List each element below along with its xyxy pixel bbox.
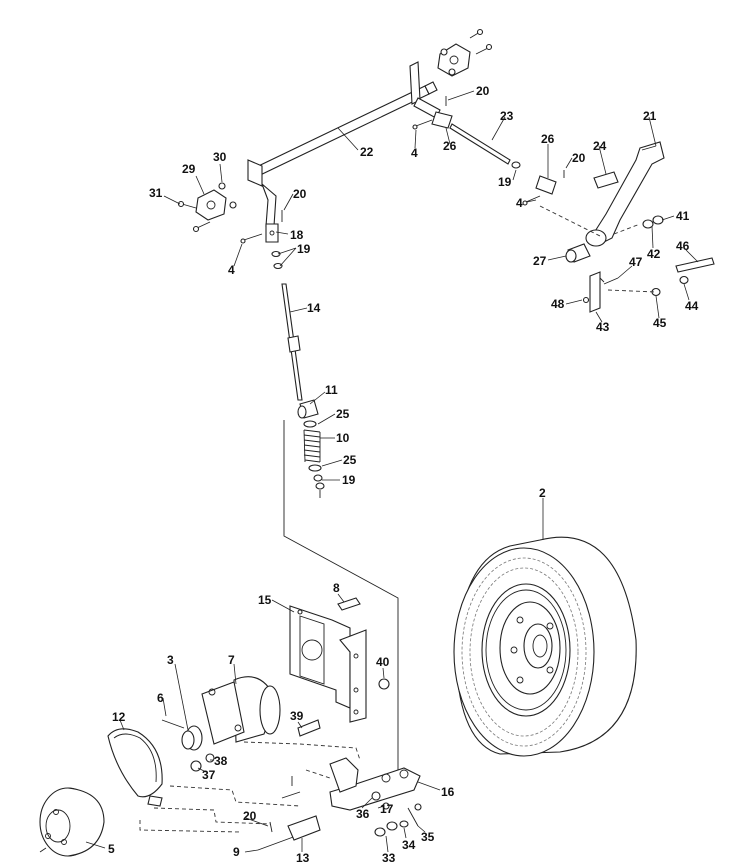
callout-4: 4 xyxy=(411,146,418,160)
callout-42: 42 xyxy=(647,247,661,261)
callout-14: 14 xyxy=(307,301,321,315)
callout-45: 45 xyxy=(653,316,667,330)
callout-44: 44 xyxy=(685,299,699,313)
callout-24: 24 xyxy=(593,139,607,153)
callout-19: 19 xyxy=(498,175,512,189)
callout-29: 29 xyxy=(182,162,196,176)
callout-19: 19 xyxy=(297,242,311,256)
callout-37: 37 xyxy=(202,768,216,782)
callout-46: 46 xyxy=(676,239,690,253)
brake-pedal-assembly xyxy=(539,141,715,313)
callout-23: 23 xyxy=(500,109,514,123)
callout-20: 20 xyxy=(243,809,257,823)
callout-40: 40 xyxy=(376,655,390,669)
motor-brake-assembly xyxy=(39,597,422,857)
callout-48: 48 xyxy=(551,297,565,311)
callout-10: 10 xyxy=(336,431,350,445)
callout-47: 47 xyxy=(629,255,643,269)
callout-8: 8 xyxy=(333,581,340,595)
callout-30: 30 xyxy=(213,150,227,164)
callout-26: 26 xyxy=(541,132,555,146)
callout-13: 13 xyxy=(296,851,310,865)
callout-7: 7 xyxy=(228,653,235,667)
callout-11: 11 xyxy=(325,383,338,397)
tire-wheel xyxy=(453,536,637,757)
callout-17: 17 xyxy=(380,802,394,816)
callout-25: 25 xyxy=(336,407,350,421)
callout-4: 4 xyxy=(228,263,235,277)
callout-25: 25 xyxy=(343,453,357,467)
callout-18: 18 xyxy=(290,228,304,242)
connection-line xyxy=(283,420,399,786)
callout-38: 38 xyxy=(214,754,228,768)
callout-labels: 2 3 4 4 4 5 6 7 8 9 10 11 12 13 14 15 16… xyxy=(108,84,699,865)
callout-36: 36 xyxy=(356,807,370,821)
callout-22: 22 xyxy=(360,145,374,159)
callout-15: 15 xyxy=(258,593,272,607)
callout-5: 5 xyxy=(108,842,115,856)
callout-43: 43 xyxy=(596,320,610,334)
callout-2: 2 xyxy=(539,486,546,500)
callout-20: 20 xyxy=(293,187,307,201)
callout-35: 35 xyxy=(421,830,435,844)
callout-6: 6 xyxy=(157,691,164,705)
callout-19: 19 xyxy=(342,473,356,487)
brake-rod-assembly xyxy=(281,283,325,498)
callout-34: 34 xyxy=(402,838,416,852)
callout-31: 31 xyxy=(149,186,163,200)
callout-9: 9 xyxy=(233,845,240,859)
callout-26: 26 xyxy=(443,139,457,153)
callout-33: 33 xyxy=(382,851,396,865)
callout-20: 20 xyxy=(476,84,490,98)
callout-20: 20 xyxy=(572,151,586,165)
cross-shaft-assembly xyxy=(177,28,565,270)
callout-41: 41 xyxy=(676,209,690,223)
callout-4: 4 xyxy=(516,196,523,210)
callout-27: 27 xyxy=(533,254,547,268)
callout-39: 39 xyxy=(290,709,304,723)
callout-16: 16 xyxy=(441,785,455,799)
callout-21: 21 xyxy=(643,109,657,123)
callout-12: 12 xyxy=(112,710,126,724)
callout-3: 3 xyxy=(167,653,174,667)
leader-lines xyxy=(85,90,699,853)
